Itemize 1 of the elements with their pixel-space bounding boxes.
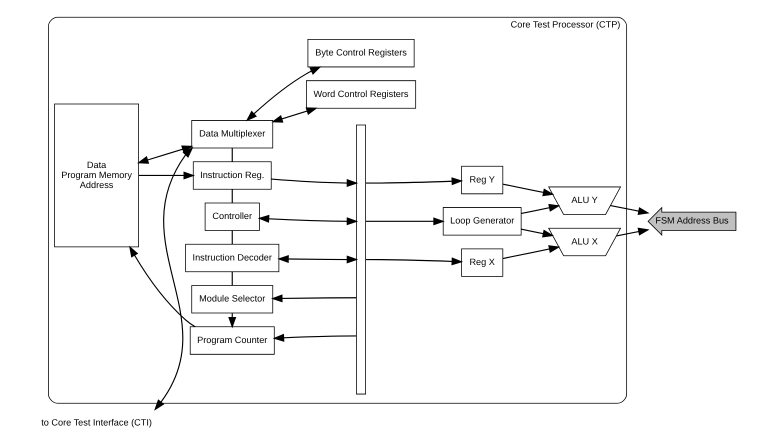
- node-text: to Core Test Interface (CTI): [40, 417, 152, 428]
